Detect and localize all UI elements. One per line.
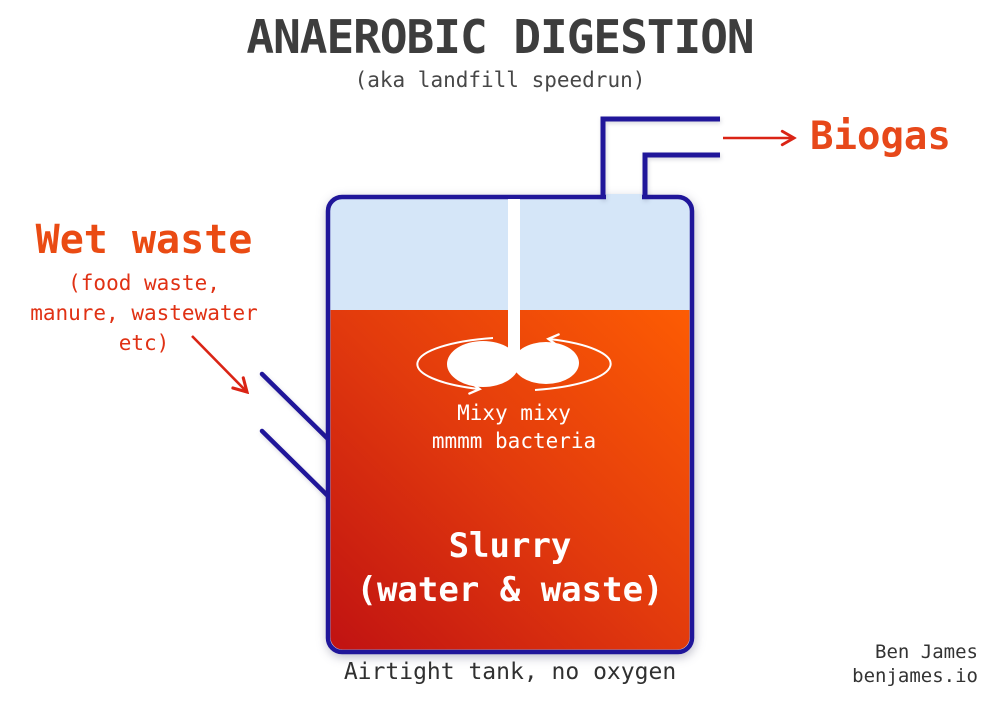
biogas-outlet-opening	[606, 194, 642, 202]
slurry-label: Slurry (water & waste)	[310, 524, 710, 612]
wet-waste-block: Wet waste (food waste, manure, wastewate…	[6, 217, 282, 358]
mixer-impeller-right-lobe	[513, 342, 579, 384]
mixer-label-line2: mmmm bacteria	[431, 429, 597, 453]
page-title: ANAEROBIC DIGESTION	[246, 10, 754, 64]
credit-website: benjames.io	[852, 665, 978, 687]
wet-waste-title: Wet waste	[35, 217, 253, 263]
mixer	[416, 199, 612, 391]
biogas-label: Biogas	[810, 114, 951, 159]
credit-block: Ben James benjames.io	[852, 640, 978, 688]
credit-author: Ben James	[875, 641, 978, 663]
mixer-label-line1: Mixy mixy	[457, 401, 571, 425]
slurry-label-line2: (water & waste)	[356, 570, 664, 610]
mixer-label: Mixy mixy mmmm bacteria	[364, 399, 664, 455]
wet-waste-sub-line1: (food waste,	[68, 271, 220, 295]
wet-waste-sub-line3: etc)	[118, 331, 170, 355]
rotation-arrow-left	[416, 337, 494, 389]
mixer-stem	[508, 199, 520, 367]
biogas-outlet-pipe	[600, 116, 720, 199]
wet-waste-inlet-pipe	[259, 371, 333, 501]
tank-caption: Airtight tank, no oxygen	[343, 659, 677, 685]
slurry-label-line1: Slurry	[448, 526, 572, 566]
mixer-impeller-left-lobe	[447, 341, 519, 387]
wet-waste-arrow	[191, 335, 247, 392]
rotation-arrow-right	[534, 339, 612, 391]
wet-waste-sub-line2: manure, wastewater	[30, 301, 258, 325]
page-subtitle: (aka landfill speedrun)	[354, 68, 646, 92]
